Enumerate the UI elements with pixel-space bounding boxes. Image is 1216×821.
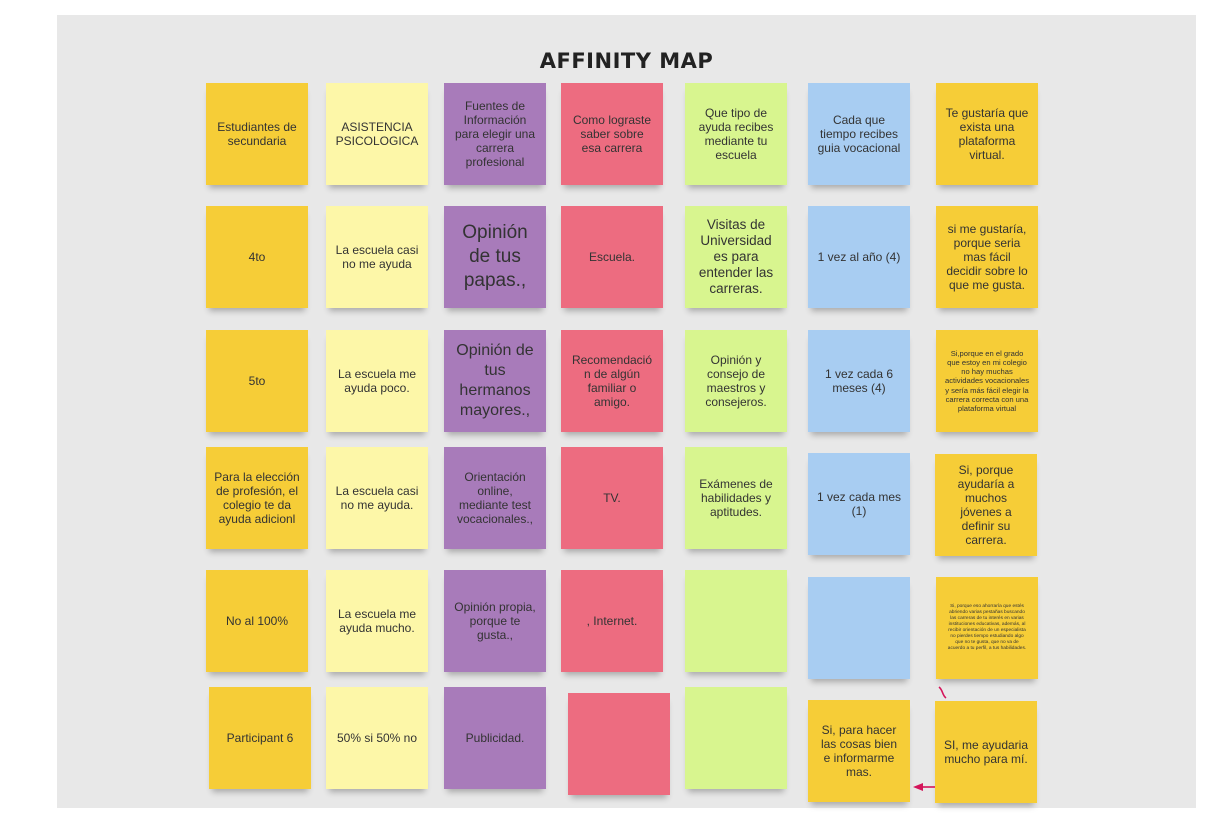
- sticky-note[interactable]: Para la elección de profesión, el colegi…: [206, 447, 308, 549]
- sticky-note[interactable]: Participant 6: [209, 687, 311, 789]
- sticky-note[interactable]: SI, me ayudaria mucho para mí.: [935, 701, 1037, 803]
- sticky-note[interactable]: ASISTENCIA PSICOLOGICA: [326, 83, 428, 185]
- sticky-note[interactable]: Orientación online, mediante test vocaci…: [444, 447, 546, 549]
- sticky-note[interactable]: Fuentes de Información para elegir una c…: [444, 83, 546, 185]
- sticky-note[interactable]: TV.: [561, 447, 663, 549]
- sticky-note[interactable]: Que tipo de ayuda recibes mediante tu es…: [685, 83, 787, 185]
- sticky-note[interactable]: Escuela.: [561, 206, 663, 308]
- sticky-note[interactable]: , Internet.: [561, 570, 663, 672]
- sticky-note[interactable]: 4to: [206, 206, 308, 308]
- sticky-note[interactable]: 1 vez al año (4): [808, 206, 910, 308]
- sticky-note-empty[interactable]: [685, 687, 787, 789]
- sticky-note[interactable]: La escuela casi no me ayuda.: [326, 447, 428, 549]
- sticky-note[interactable]: si me gustaría, porque seria mas fácil d…: [936, 206, 1038, 308]
- sticky-note[interactable]: Cada que tiempo recibes guia vocacional: [808, 83, 910, 185]
- sticky-note-empty[interactable]: [568, 693, 670, 795]
- sticky-note[interactable]: Te gustaría que exista una plataforma vi…: [936, 83, 1038, 185]
- board-title: AFFINITY MAP: [539, 49, 714, 73]
- sticky-note[interactable]: 1 vez cada 6 meses (4): [808, 330, 910, 432]
- sticky-note[interactable]: Recomendación de algún familiar o amigo.: [561, 330, 663, 432]
- sticky-note[interactable]: Como lograste saber sobre esa carrera: [561, 83, 663, 185]
- sticky-note[interactable]: Estudiantes de secundaria: [206, 83, 308, 185]
- sticky-note[interactable]: Opinión propia, porque te gusta.,: [444, 570, 546, 672]
- sticky-note[interactable]: 1 vez cada mes (1): [808, 453, 910, 555]
- sticky-note[interactable]: Opinión de tus papas.,: [444, 206, 546, 308]
- sticky-note[interactable]: No al 100%: [206, 570, 308, 672]
- sticky-note[interactable]: Opinión de tus hermanos mayores.,: [444, 330, 546, 432]
- sticky-note[interactable]: Exámenes de habilidades y aptitudes.: [685, 447, 787, 549]
- sticky-note[interactable]: Si, porque eso ahorraría que estés abrie…: [936, 577, 1038, 679]
- sticky-note[interactable]: La escuela me ayuda mucho.: [326, 570, 428, 672]
- sticky-note-empty[interactable]: [808, 577, 910, 679]
- sticky-note[interactable]: 5to: [206, 330, 308, 432]
- sticky-note[interactable]: La escuela me ayuda poco.: [326, 330, 428, 432]
- sticky-note[interactable]: 50% si 50% no: [326, 687, 428, 789]
- sticky-note[interactable]: Visitas de Universidad es para entender …: [685, 206, 787, 308]
- connector-arrow[interactable]: [57, 15, 1196, 808]
- sticky-note[interactable]: Si, para hacer las cosas bien e informar…: [808, 700, 910, 802]
- sticky-note-empty[interactable]: [685, 570, 787, 672]
- sticky-note[interactable]: La escuela casi no me ayuda: [326, 206, 428, 308]
- sticky-note[interactable]: Opinión y consejo de maestros y consejer…: [685, 330, 787, 432]
- sticky-note[interactable]: Si,porque en el grado que estoy en mi co…: [936, 330, 1038, 432]
- affinity-map-board: AFFINITY MAP Estudiantes de secundaria 4…: [57, 15, 1196, 808]
- sticky-note[interactable]: Si, porque ayudaría a muchos jóvenes a d…: [935, 454, 1037, 556]
- sticky-note[interactable]: Publicidad.: [444, 687, 546, 789]
